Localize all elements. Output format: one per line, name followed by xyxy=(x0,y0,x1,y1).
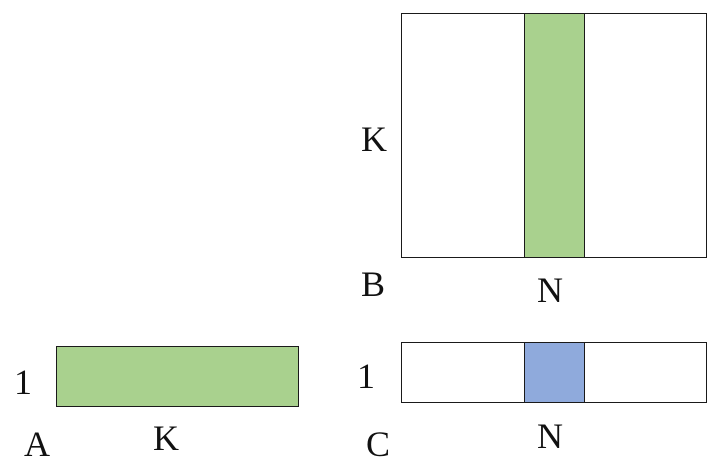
matrix-c-cell-highlight xyxy=(524,342,585,403)
matrix-b-cols-label: N xyxy=(537,270,563,310)
matrix-b-rows-label: K xyxy=(361,119,387,159)
matrix-c-cols-label: N xyxy=(537,416,563,456)
matrix-a-name-label: A xyxy=(24,424,50,464)
matrix-b-name-label: B xyxy=(361,264,386,304)
matrix-c-name-label: C xyxy=(366,424,391,464)
matrix-c-rows-label: 1 xyxy=(357,356,375,396)
matrix-b-column-highlight xyxy=(524,13,585,258)
matrix-a-rows-label: 1 xyxy=(14,362,32,402)
matrix-a-cols-label: K xyxy=(153,418,179,458)
matrix-a-row xyxy=(56,346,299,407)
